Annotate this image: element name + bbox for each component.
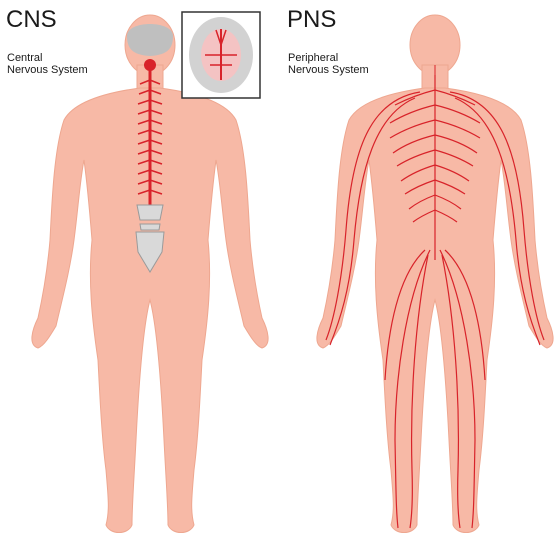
cns-title: CNS: [6, 8, 57, 32]
pns-subtitle-line1: Peripheral: [288, 52, 338, 64]
cns-subtitle-line1: Central: [7, 52, 42, 64]
pns-title: PNS: [287, 8, 336, 32]
pns-subtitle-line2: Nervous System: [288, 64, 369, 76]
brain-inset: [182, 12, 260, 98]
cns-subtitle-line2: Nervous System: [7, 64, 88, 76]
